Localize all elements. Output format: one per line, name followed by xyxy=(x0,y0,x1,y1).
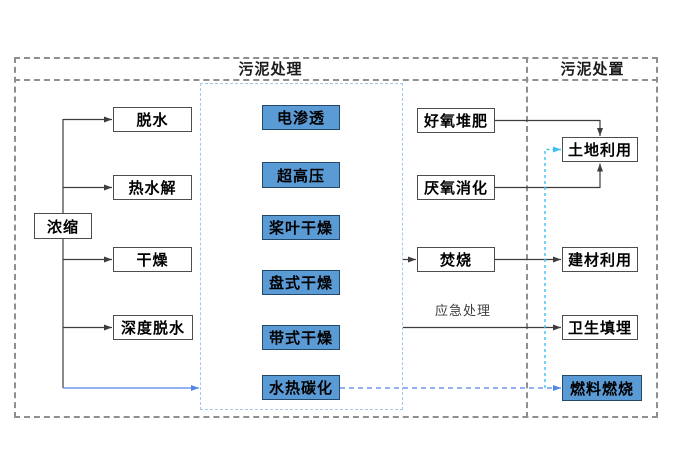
connector-branch-to-land-use xyxy=(544,146,561,388)
node-sanitary-landfill: 卫生填埋 xyxy=(562,315,638,340)
node-dewatering: 脱水 xyxy=(113,107,192,132)
node-deep-dewatering: 深度脱水 xyxy=(113,315,193,340)
section-title-treatment: 污泥处理 xyxy=(238,60,303,78)
node-aerobic-composting: 好氧堆肥 xyxy=(417,108,495,133)
edge-label-emergency-treatment: 应急处理 xyxy=(434,304,491,319)
connector-anaerobic-to-land-use xyxy=(495,163,603,189)
node-land-use: 土地利用 xyxy=(562,137,638,162)
node-anaerobic-digestion: 厌氧消化 xyxy=(417,175,495,200)
connector-aerobic-to-land-use xyxy=(495,119,603,136)
node-concentration: 浓缩 xyxy=(34,213,92,239)
node-hydrothermal-carbonization: 水热碳化 xyxy=(262,375,340,400)
node-ultra-high-pressure: 超高压 xyxy=(262,162,340,188)
node-electro-osmosis: 电渗透 xyxy=(262,105,340,130)
node-building-material-use: 建材利用 xyxy=(562,247,638,272)
section-divider-line xyxy=(526,57,528,418)
node-paddle-drying: 桨叶干燥 xyxy=(262,215,340,240)
node-belt-drying: 带式干燥 xyxy=(262,325,340,350)
node-thermal-hydrolysis: 热水解 xyxy=(113,175,192,200)
section-title-disposal: 污泥处置 xyxy=(560,60,625,78)
node-incineration: 焚烧 xyxy=(417,247,495,272)
node-drying: 干燥 xyxy=(113,247,192,272)
node-disc-drying: 盘式干燥 xyxy=(262,270,340,295)
technology-group-frame xyxy=(200,83,403,410)
outer-dashed-frame xyxy=(14,57,658,418)
node-fuel-combustion: 燃料燃烧 xyxy=(562,375,642,401)
header-separator-line xyxy=(14,79,658,81)
